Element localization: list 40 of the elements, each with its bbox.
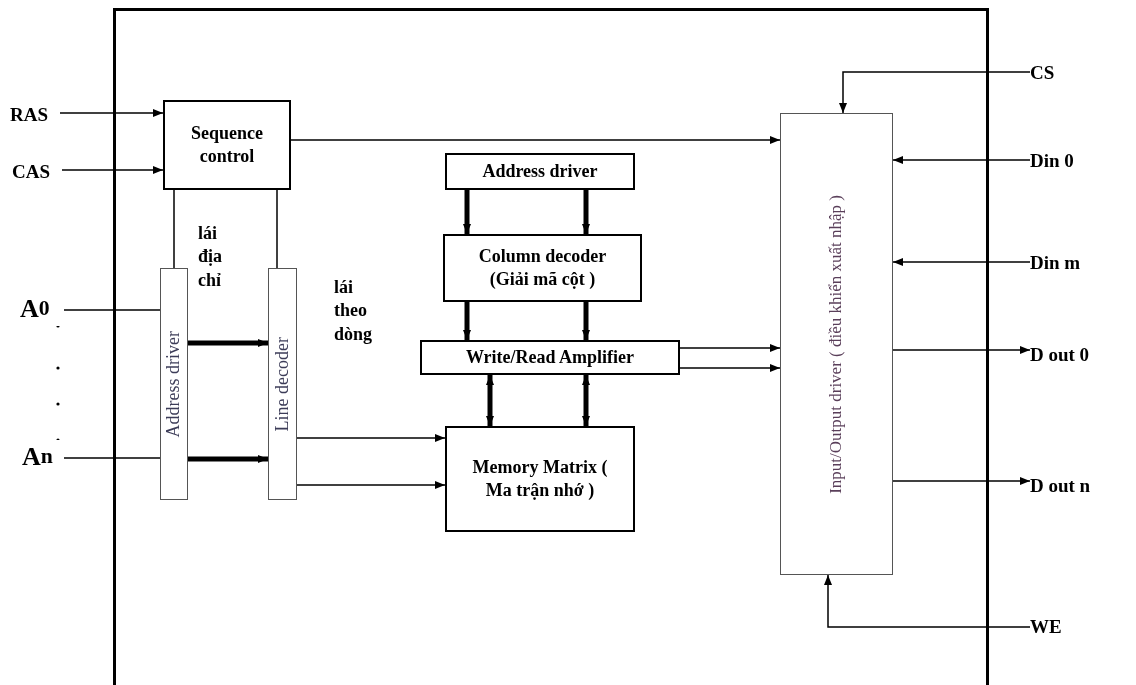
- block-box: [445, 153, 635, 190]
- block-box: [420, 340, 680, 375]
- signal-note: lái địa chỉ: [198, 222, 223, 292]
- arrow: [188, 339, 268, 347]
- vertical-block-box: [160, 268, 188, 500]
- arrow: [824, 574, 1031, 628]
- chip-outline: [113, 8, 989, 685]
- arrow: [892, 156, 1031, 164]
- arrow: [188, 455, 268, 463]
- block-label: Column decoder (Giải mã cột ): [477, 244, 608, 291]
- block-box: [443, 234, 642, 302]
- block-label: Address driver: [482, 159, 598, 183]
- arrow: [892, 258, 1031, 266]
- arrow: [61, 166, 164, 174]
- arrow: [892, 346, 1031, 354]
- block-label: Line decoder: [271, 336, 293, 432]
- arrow: [290, 136, 781, 144]
- arrow: [679, 344, 781, 352]
- arrow: [463, 302, 471, 340]
- arrow: [486, 375, 494, 426]
- arrow: [59, 109, 164, 117]
- arrow: [582, 190, 590, 234]
- arrow: [463, 190, 471, 234]
- block-box: [163, 100, 291, 190]
- block-label: Memory Matrix ( Ma trận nhớ ): [471, 455, 609, 502]
- arrow: [582, 302, 590, 340]
- vertical-block-box: [268, 268, 297, 500]
- arrow: [839, 71, 1031, 114]
- arrow: [296, 481, 446, 489]
- block-label: Address driver: [163, 330, 185, 438]
- vertical-block-box: [780, 113, 893, 575]
- block-label: Input/Output driver ( điều khiển xuất nhập ): [826, 194, 847, 494]
- block-box: [445, 426, 635, 532]
- block-label: Sequence control: [190, 121, 264, 168]
- arrow: [582, 375, 590, 426]
- signal-note: lái theo dòng: [334, 276, 374, 346]
- block-label: Write/Read Amplifier: [465, 345, 635, 369]
- arrow: [892, 477, 1031, 485]
- arrow: [679, 364, 781, 372]
- arrow: [296, 434, 446, 442]
